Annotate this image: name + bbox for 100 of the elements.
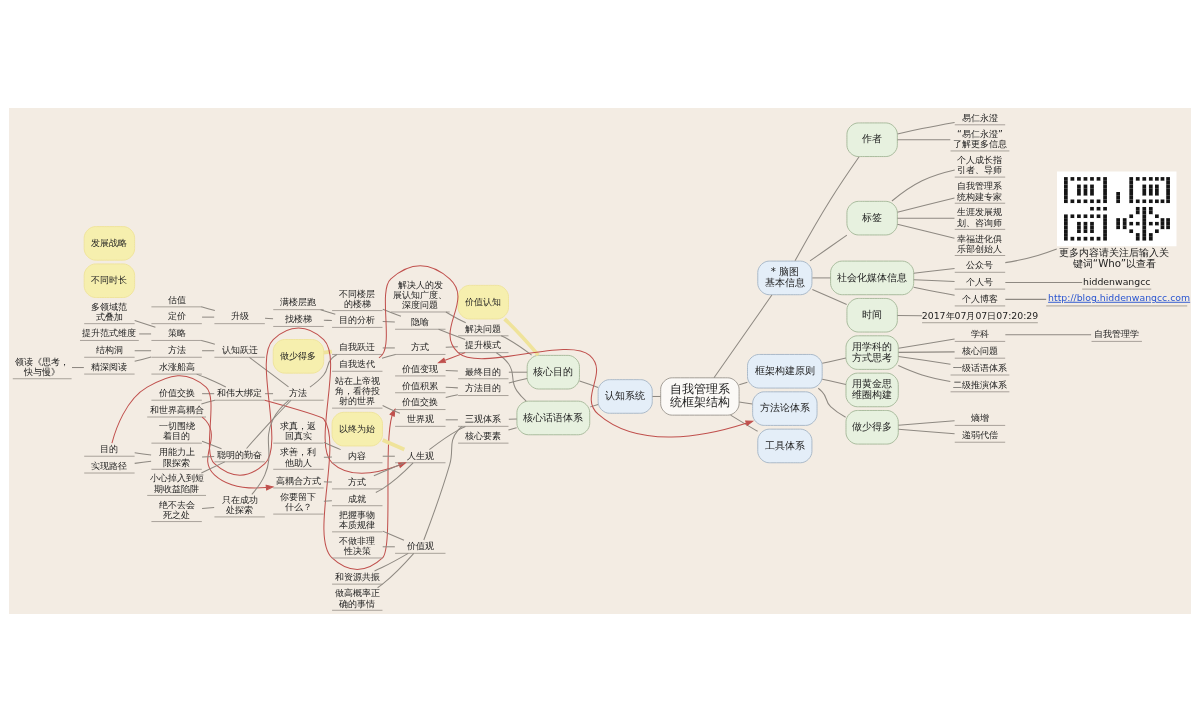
connector	[264, 317, 274, 320]
connector	[323, 456, 333, 458]
node-box: 时间	[846, 298, 898, 333]
arrow	[437, 352, 466, 364]
connector	[381, 438, 406, 452]
node-text: 内容	[348, 449, 367, 461]
node-text: 一级话语体系	[952, 361, 1007, 373]
node-text: 方式	[348, 475, 367, 487]
connector	[1004, 248, 1058, 264]
connector	[1004, 282, 1083, 284]
connector	[428, 425, 466, 451]
node-box: 框架构建原则	[747, 354, 823, 389]
node-text: 一切围绕着目的	[158, 420, 195, 442]
node-text: 聪明的勤奋	[217, 448, 263, 460]
node-text: 和资源共振	[334, 570, 380, 582]
connector	[438, 328, 466, 340]
node-text: 绝不去会死之处	[158, 498, 195, 520]
node-text: 和伟大绑定	[217, 387, 263, 399]
node-text: 你要留下什么？	[280, 491, 317, 513]
node-text: 方法	[167, 344, 186, 356]
node-box: 以终为始	[331, 411, 383, 447]
node-text: 和世界高耦合	[149, 403, 204, 415]
connector	[811, 277, 832, 279]
node-box: 自我管理系统框架结构	[660, 377, 740, 416]
node-text: 三观体系	[465, 413, 502, 425]
node-text: 个人号	[966, 275, 994, 287]
node-text: “易仁永澄”了解更多信息	[952, 127, 1007, 150]
connector	[508, 377, 528, 384]
node-text: 精深阅读	[91, 360, 128, 372]
node-text: 价值交换	[158, 387, 195, 399]
node-box: 用学科的方式思考	[845, 335, 899, 370]
connector	[891, 169, 956, 202]
connector	[579, 380, 599, 388]
connector	[897, 351, 956, 353]
node-text: 自我管理学	[1094, 328, 1140, 340]
node-box: 不同时长	[83, 263, 136, 298]
node-text: 提升范式维度	[82, 327, 137, 339]
node-text: 解决问题	[465, 322, 502, 334]
connector	[1004, 298, 1047, 300]
connector	[382, 308, 402, 317]
node-text: 认知跃迁	[221, 344, 258, 356]
node-picture	[1057, 171, 1177, 247]
connector	[897, 428, 956, 435]
node-text: 自我迭代	[339, 358, 376, 370]
node-text: 不同楼层的楼梯	[339, 287, 376, 309]
node-box: 社会化媒体信息	[830, 260, 915, 296]
connector	[508, 418, 518, 420]
connector	[381, 353, 396, 359]
connector	[382, 321, 396, 323]
node-box: 认知系统	[597, 379, 653, 414]
connector	[382, 405, 401, 414]
connector	[382, 455, 396, 457]
node-text: 自我管理系统构建专家	[957, 180, 1003, 202]
node-text: 个人博客	[961, 292, 998, 304]
node-box: 工具体系	[757, 428, 813, 464]
node-text: 求真，返回真实	[280, 420, 317, 442]
node-text: 策略	[167, 327, 186, 339]
connector	[913, 279, 956, 283]
connector	[309, 354, 338, 388]
node-text: 定价	[167, 310, 186, 322]
connector	[730, 414, 759, 432]
connector	[375, 462, 414, 494]
node-box: 核心话语体系	[516, 400, 591, 436]
connector	[423, 425, 463, 541]
connector	[134, 319, 156, 328]
node-box: 价值认知	[457, 284, 509, 320]
connector	[821, 378, 847, 385]
connector	[201, 455, 215, 458]
node-text: 自我跃迁	[339, 341, 376, 353]
connector	[134, 452, 152, 456]
node-text: 成就	[348, 492, 367, 504]
connector	[495, 352, 527, 402]
connector	[896, 197, 955, 213]
connector	[323, 319, 333, 321]
node-text: http://blog.hiddenwangcc.com	[1048, 291, 1191, 303]
node-text: 易仁永澄	[961, 111, 998, 123]
node-text: 核心要素	[465, 429, 502, 441]
connector	[896, 217, 955, 219]
connector	[382, 546, 396, 548]
node-text: 结构洞	[95, 344, 123, 356]
node-box: 做少得多	[845, 410, 899, 445]
connector	[897, 338, 956, 349]
connector	[246, 399, 292, 450]
connector	[138, 333, 152, 335]
node-box: 核心目的	[526, 354, 580, 390]
node-text: 人生观	[406, 449, 434, 461]
node-text: 高耦合方式	[275, 474, 321, 486]
connector	[71, 367, 85, 369]
node-text: 目的分析	[339, 314, 376, 326]
connector	[200, 306, 216, 312]
connector	[817, 387, 847, 418]
connector	[445, 311, 467, 324]
node-text: 目的	[100, 443, 119, 455]
node-text: 个人成长指引者、导师	[957, 154, 1003, 176]
node-text: 水涨船高	[158, 360, 195, 372]
connector	[445, 394, 459, 398]
node-text: 小心掉入到短期收益陷阱	[149, 472, 204, 494]
connector	[373, 462, 405, 477]
node-text: hiddenwangcc	[1083, 275, 1151, 287]
node-text: 最终目的	[465, 365, 502, 377]
